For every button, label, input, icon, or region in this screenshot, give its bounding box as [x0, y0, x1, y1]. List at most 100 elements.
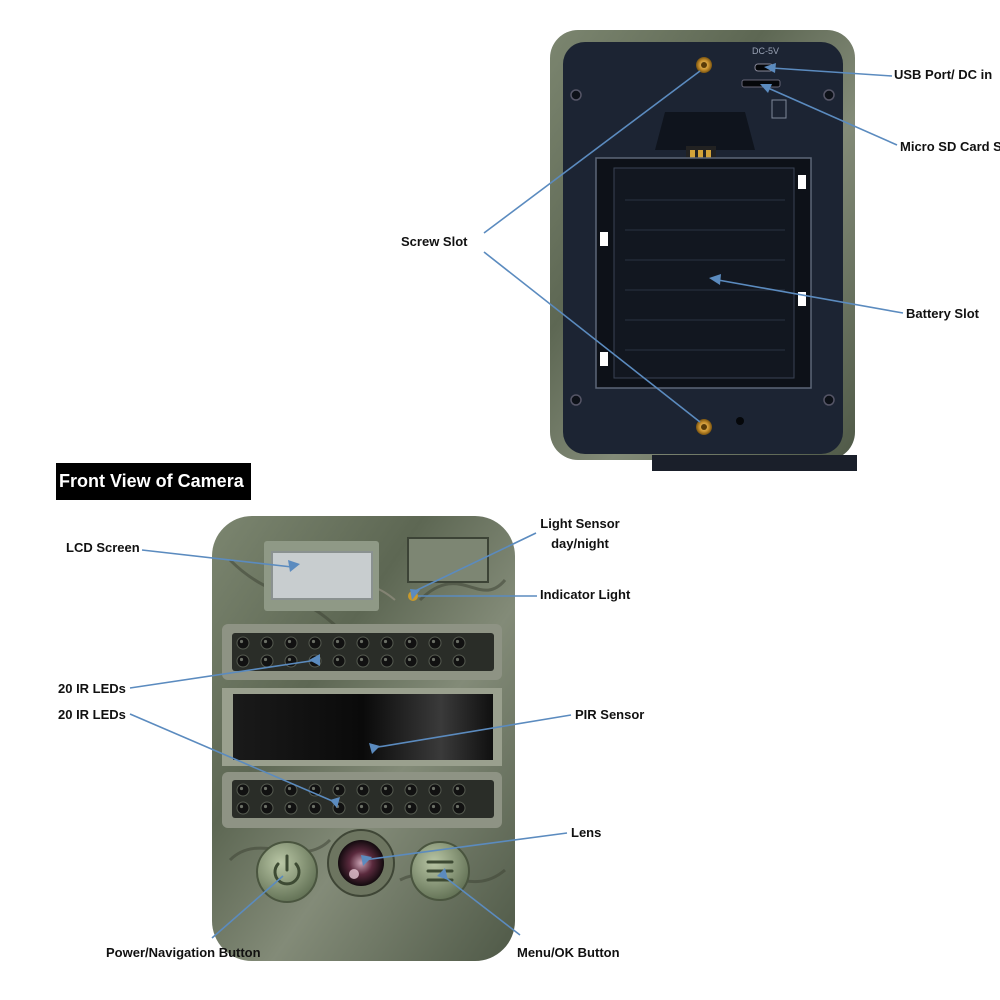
ir-led-highlight [239, 804, 244, 809]
label-lcd-screen: LCD Screen [66, 540, 140, 555]
ir-led-icon [380, 654, 394, 668]
front-view-title: Front View of Camera [56, 463, 251, 500]
ir-led-highlight [335, 657, 340, 662]
arrowhead [760, 84, 772, 93]
leader-menu-button [440, 873, 521, 936]
ir-led-icon [332, 636, 346, 650]
ir-led-highlight [335, 639, 340, 644]
ir-led-highlight [407, 657, 412, 662]
label-light-sensor: Light Sensor day/night [535, 516, 625, 553]
ir-led-highlight [263, 657, 268, 662]
ir-led-highlight [455, 657, 460, 662]
ir-led-highlight [383, 786, 388, 791]
bolt-icon [570, 394, 582, 406]
ir-led-icon [404, 636, 418, 650]
label-lens: Lens [571, 825, 602, 840]
ir-led-icon [236, 783, 250, 797]
power-button[interactable] [256, 841, 318, 903]
label-indicator-light: Indicator Light [540, 587, 631, 602]
front-view-camera [212, 516, 515, 961]
ir-led-icon [404, 801, 418, 815]
ir-led-icon [356, 654, 370, 668]
ir-led-highlight [407, 639, 412, 644]
ir-led-icon [452, 801, 466, 815]
ir-led-highlight [287, 804, 292, 809]
leader-lcd-screen [141, 549, 293, 568]
back-view-camera: DC-5V [550, 30, 857, 471]
ir-led-icon [404, 783, 418, 797]
label-light-sensor-line1: Light Sensor [540, 516, 620, 531]
leader-usb-port [771, 67, 893, 77]
ir-led-icon [260, 801, 274, 815]
leader-pir-sensor [371, 714, 572, 749]
ir-led-highlight [407, 804, 412, 809]
arrowhead [288, 560, 300, 572]
label-ir-leds-top: 20 IR LEDs [58, 681, 126, 696]
leader-light-sensor [412, 532, 537, 593]
ir-led-icon [428, 783, 442, 797]
ir-led-icon [452, 783, 466, 797]
leader-screw-bottom [483, 251, 701, 423]
ir-led-icon [236, 801, 250, 815]
arrowhead [709, 274, 721, 285]
leader-ir-leds-bottom [129, 713, 338, 804]
ir-led-icon [428, 636, 442, 650]
ir-led-icon [428, 801, 442, 815]
leader-lens [363, 832, 568, 861]
ir-led-highlight [287, 639, 292, 644]
label-micro-sd-card: Micro SD Card S [900, 139, 1000, 154]
sd-card-icon [771, 99, 787, 119]
ir-led-highlight [311, 804, 316, 809]
ir-led-highlight [383, 657, 388, 662]
leader-lines [129, 67, 904, 939]
leader-ir-leds-top [129, 659, 318, 689]
ir-led-highlight [431, 657, 436, 662]
pir-sensor [233, 694, 493, 760]
battery-latch [655, 112, 755, 150]
ir-led-highlight [335, 786, 340, 791]
port-marking: DC-5V [752, 46, 779, 56]
label-menu-ok-button: Menu/OK Button [517, 945, 620, 960]
leader-power-button [211, 875, 284, 939]
bolt-icon [570, 89, 582, 101]
label-light-sensor-line2: day/night [551, 536, 609, 552]
ir-led-highlight [239, 657, 244, 662]
ir-led-icon [332, 783, 346, 797]
label-screw-slot: Screw Slot [401, 234, 468, 249]
arrowhead [361, 855, 372, 866]
bolt-icon [823, 394, 835, 406]
ir-led-highlight [407, 786, 412, 791]
lcd-screen [271, 551, 373, 600]
leader-screw-top [483, 70, 701, 234]
ir-led-icon [356, 636, 370, 650]
ir-led-highlight [455, 639, 460, 644]
ir-led-icon [308, 801, 322, 815]
ir-led-icon [236, 636, 250, 650]
ir-led-icon [380, 801, 394, 815]
ir-led-highlight [287, 657, 292, 662]
ir-led-icon [260, 783, 274, 797]
ir-led-highlight [239, 639, 244, 644]
lens [338, 840, 384, 886]
label-pir-sensor: PIR Sensor [575, 707, 645, 722]
ir-led-highlight [311, 639, 316, 644]
arrowhead [369, 743, 380, 754]
leader-micro-sd [767, 87, 898, 146]
back-base-shadow [652, 455, 857, 471]
arrowhead [764, 63, 776, 73]
ir-led-icon [260, 636, 274, 650]
ir-led-highlight [359, 804, 364, 809]
ir-led-highlight [359, 657, 364, 662]
ir-led-highlight [311, 786, 316, 791]
bolt-icon [823, 89, 835, 101]
ir-led-highlight [431, 804, 436, 809]
ir-led-highlight [359, 786, 364, 791]
arrowhead [437, 868, 448, 880]
ir-led-highlight [431, 639, 436, 644]
ir-led-icon [428, 654, 442, 668]
ir-led-icon [452, 654, 466, 668]
ir-led-highlight [287, 786, 292, 791]
ir-led-highlight [359, 639, 364, 644]
leader-battery-slot [717, 279, 904, 314]
